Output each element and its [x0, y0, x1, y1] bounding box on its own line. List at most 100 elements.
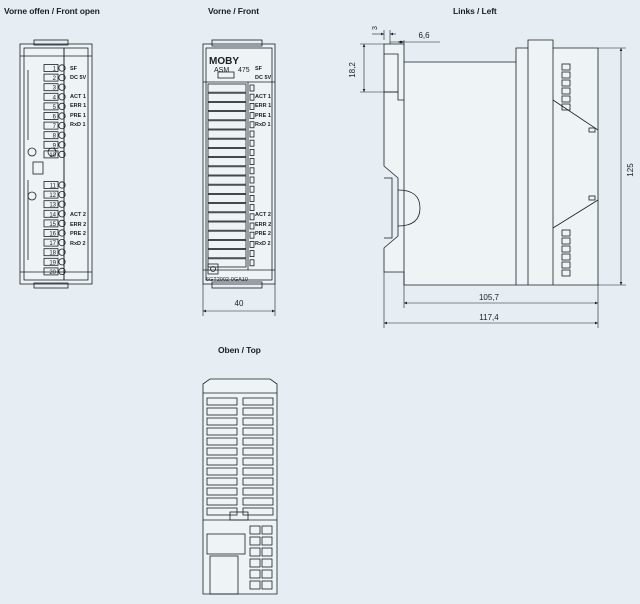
- terminal-number: 5: [53, 105, 57, 111]
- terminal-screw-18: [58, 248, 66, 256]
- top-bottom-slot: [249, 525, 261, 535]
- top-bottom-slot: [249, 580, 261, 590]
- left-view: [383, 39, 599, 286]
- led-indicator: [249, 259, 255, 267]
- front-view: [202, 39, 276, 289]
- terminal-screw-8: [58, 131, 66, 139]
- label-panel: [207, 193, 247, 203]
- label-panel: [207, 258, 247, 268]
- led-label: RxD 1: [255, 122, 271, 128]
- dimension-depth-total: 117,4: [479, 313, 499, 322]
- top-slot-right: [242, 497, 274, 506]
- top-view: [202, 378, 278, 595]
- terminal-screw-11: [58, 181, 66, 189]
- terminal-number: 19: [49, 260, 56, 266]
- terminal-number: 6: [53, 115, 57, 121]
- dimension-depth-inner: 105,7: [479, 293, 500, 302]
- top-bottom-slot: [261, 547, 273, 557]
- dimension-side-height: 125: [626, 163, 635, 177]
- led-indicator: [249, 139, 255, 147]
- top-slot-right: [242, 427, 274, 436]
- side-terminal-lower: [561, 229, 571, 237]
- terminal-15: [43, 219, 59, 228]
- side-terminal-upper: [561, 71, 571, 79]
- dimension-top-offset: 3: [372, 26, 379, 30]
- terminal-9: [43, 140, 59, 149]
- terminal-12: [43, 190, 59, 199]
- module-model: ASM: [214, 67, 229, 74]
- side-terminal-lower: [561, 237, 571, 245]
- led-indicator: [249, 176, 255, 184]
- terminal-number: 15: [49, 222, 56, 228]
- top-slot-left: [206, 457, 238, 466]
- top-bottom-slot: [261, 580, 273, 590]
- led-label: ACT 1: [255, 94, 271, 100]
- led-label: RxD 2: [70, 241, 86, 247]
- top-bottom-slots: [249, 525, 273, 590]
- terminal-10: [43, 150, 59, 159]
- terminal-screw-9: [58, 141, 66, 149]
- label-panel: [207, 175, 247, 185]
- terminal-screw-1: [58, 64, 66, 72]
- led-indicator: [249, 84, 255, 92]
- top-slot-right: [242, 417, 274, 426]
- side-terminal-lower: [561, 245, 571, 253]
- label-panel: [207, 221, 247, 231]
- side-terminal-upper: [561, 63, 571, 71]
- terminal-number: 9: [53, 143, 57, 149]
- side-terminals: [561, 63, 571, 277]
- terminal-screw-5: [58, 102, 66, 111]
- led-label: ERR 2: [255, 222, 271, 228]
- top-slot-left: [206, 427, 238, 436]
- top-slot-right: [242, 477, 274, 486]
- label-panel: [207, 203, 247, 213]
- terminal-18: [43, 248, 59, 257]
- terminal-screw-3: [58, 83, 66, 91]
- terminal-number: 16: [49, 232, 56, 238]
- top-slot-right: [242, 407, 274, 416]
- top-bottom-slot: [249, 558, 261, 568]
- led-indicator: [249, 148, 255, 156]
- led-label: SF: [70, 66, 78, 72]
- led-indicator: [249, 250, 255, 258]
- terminal-number: 8: [53, 134, 57, 140]
- top-slot-right: [242, 507, 274, 516]
- top-terminal-slots: [206, 397, 274, 516]
- terminal-screw-20: [58, 267, 66, 275]
- top-slot-right: [242, 447, 274, 456]
- top-slot-right: [242, 487, 274, 496]
- top-slot-left: [206, 487, 238, 496]
- label-panel: [207, 184, 247, 194]
- top-slot-left: [206, 477, 238, 486]
- terminal-number: 10: [49, 153, 56, 159]
- led-label: DC 5V: [70, 75, 87, 81]
- top-bottom-slot: [261, 536, 273, 546]
- view-title-front-open: Vorne offen / Front open: [4, 6, 100, 16]
- view-title-front: Vorne / Front: [208, 6, 259, 16]
- terminal-8: [43, 131, 59, 140]
- led-label: RxD 1: [70, 122, 86, 128]
- terminal-11: [43, 181, 59, 189]
- led-indicator: [249, 121, 255, 129]
- terminal-17: [43, 238, 59, 247]
- label-panel: [207, 102, 247, 112]
- side-terminal-upper: [561, 79, 571, 87]
- side-terminal-upper: [561, 87, 571, 95]
- led-indicator: [249, 204, 255, 212]
- led-label: ACT 1: [70, 94, 86, 100]
- top-slot-right: [242, 457, 274, 466]
- led-label: ACT 2: [70, 212, 86, 218]
- terminal-screw-12: [58, 191, 66, 199]
- terminal-number: 7: [53, 124, 57, 130]
- terminal-number: 2: [53, 76, 57, 82]
- module-order-number: 6GT2002-0GA10: [206, 277, 248, 283]
- led-indicator: [249, 93, 255, 101]
- top-slot-left: [206, 397, 238, 406]
- terminal-number: 11: [50, 184, 57, 190]
- label-panel: [207, 138, 247, 148]
